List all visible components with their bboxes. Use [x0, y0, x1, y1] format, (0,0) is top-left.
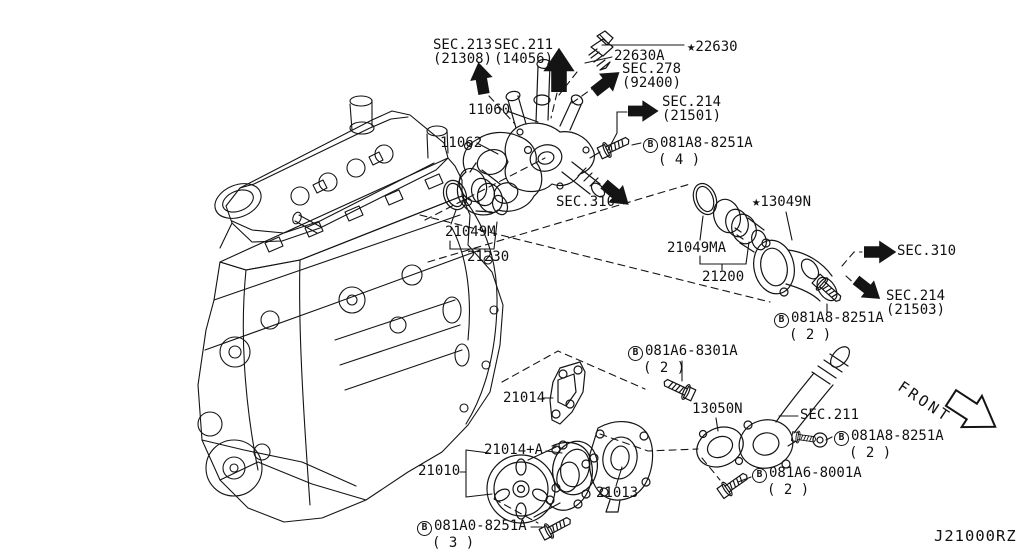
sec-ref: (21501) [662, 108, 722, 124]
part-label-21230[interactable]: 21230 [467, 249, 510, 265]
sec214-upper-arrow-icon [628, 100, 659, 122]
sensor-22630-art [588, 30, 614, 71]
fastener-qty: ( 2 ) [643, 360, 686, 376]
sec-ref: (14056) [494, 51, 554, 67]
fastener-qty: ( 2 ) [849, 445, 892, 461]
fastener-number: 081A8-8251A [851, 428, 944, 444]
fastener-qty: ( 2 ) [789, 327, 832, 343]
figure-code: J21000RZ [934, 527, 1017, 545]
part-label-22630[interactable]: ★22630 [687, 39, 738, 55]
section-arrows [467, 47, 897, 308]
gasket-21014A-art [551, 440, 599, 499]
part-label-13049N[interactable]: ★13049N [752, 194, 812, 210]
sec-ref: (21503) [886, 302, 946, 318]
gasket-13050N-art [696, 426, 744, 468]
sec-ref: (92400) [622, 75, 682, 91]
callout-sec278: SEC.278 (92400) [622, 61, 682, 91]
fastener-qty: ( 2 ) [767, 482, 810, 498]
fastener-qty: ( 3 ) [432, 535, 475, 551]
part-label-21049MA[interactable]: 21049MA [667, 240, 727, 256]
callout-sec211-top: SEC.211 (14056) [494, 37, 554, 67]
fastener-qty: ( 4 ) [658, 152, 701, 168]
callout-sec214-right: SEC.214 (21503) [886, 288, 946, 318]
sec-label: SEC.214 [886, 288, 946, 304]
part-label-21049M[interactable]: 21049M [445, 224, 496, 240]
sec-ref: (21308) [433, 51, 493, 67]
sec-label: SEC.214 [662, 94, 722, 110]
oring-21049MA-art [692, 182, 718, 216]
fastener-number: 081A8-8251A [660, 135, 753, 151]
part-label-21014A[interactable]: 21014+A [484, 442, 544, 458]
callout-sec310-right: SEC.310 [897, 243, 957, 259]
fastener-number: 081A6-8001A [769, 465, 862, 481]
circled-b-icon: B [752, 468, 767, 483]
sec310-right-arrow-icon [864, 240, 897, 264]
part-label-21010[interactable]: 21010 [418, 463, 461, 479]
callout-sec214-upper: SEC.214 (21501) [662, 94, 722, 124]
water-outlet-art [504, 58, 606, 198]
circled-b-icon: B [628, 346, 643, 361]
water-pump-21010-art [486, 441, 593, 524]
circled-b-icon: B [834, 431, 849, 446]
sec-label: SEC.213 [433, 37, 493, 53]
bracket-21014-art [549, 361, 586, 425]
pump-housing-21013-art [588, 421, 654, 513]
gasket-11062-art [456, 131, 543, 216]
callout-sec211-pipe: SEC.211 [800, 407, 860, 423]
part-label-21200[interactable]: 21200 [702, 269, 745, 285]
part-label-13050N[interactable]: 13050N [692, 401, 743, 417]
circled-b-icon: B [417, 521, 432, 536]
circled-b-icon: B [774, 313, 789, 328]
part-label-21014[interactable]: 21014 [503, 390, 546, 406]
callout-sec213: SEC.213 (21308) [433, 37, 493, 67]
sec-label: SEC.211 [494, 37, 554, 53]
leader-lines [419, 44, 863, 528]
fastener-number: 081A0-8251A [434, 518, 527, 534]
thermostat-21230-art [458, 162, 509, 216]
sec278-arrow-icon [586, 63, 627, 101]
sec214-right-arrow-icon [849, 271, 887, 308]
circled-b-icon: B [643, 138, 658, 153]
part-label-11060[interactable]: 11060 [468, 102, 511, 118]
callout-sec310-upper: SEC.310 [556, 194, 616, 210]
sec-label: SEC.278 [622, 61, 682, 77]
part-label-22630A[interactable]: 22630A [614, 48, 665, 64]
fastener-number: 081A6-8301A [645, 343, 738, 359]
fastener-number: 081A8-8251A [791, 310, 884, 326]
engine-illustration [197, 95, 504, 523]
part-label-11062[interactable]: 11062 [440, 135, 483, 151]
part-label-21013[interactable]: 21013 [596, 485, 639, 501]
